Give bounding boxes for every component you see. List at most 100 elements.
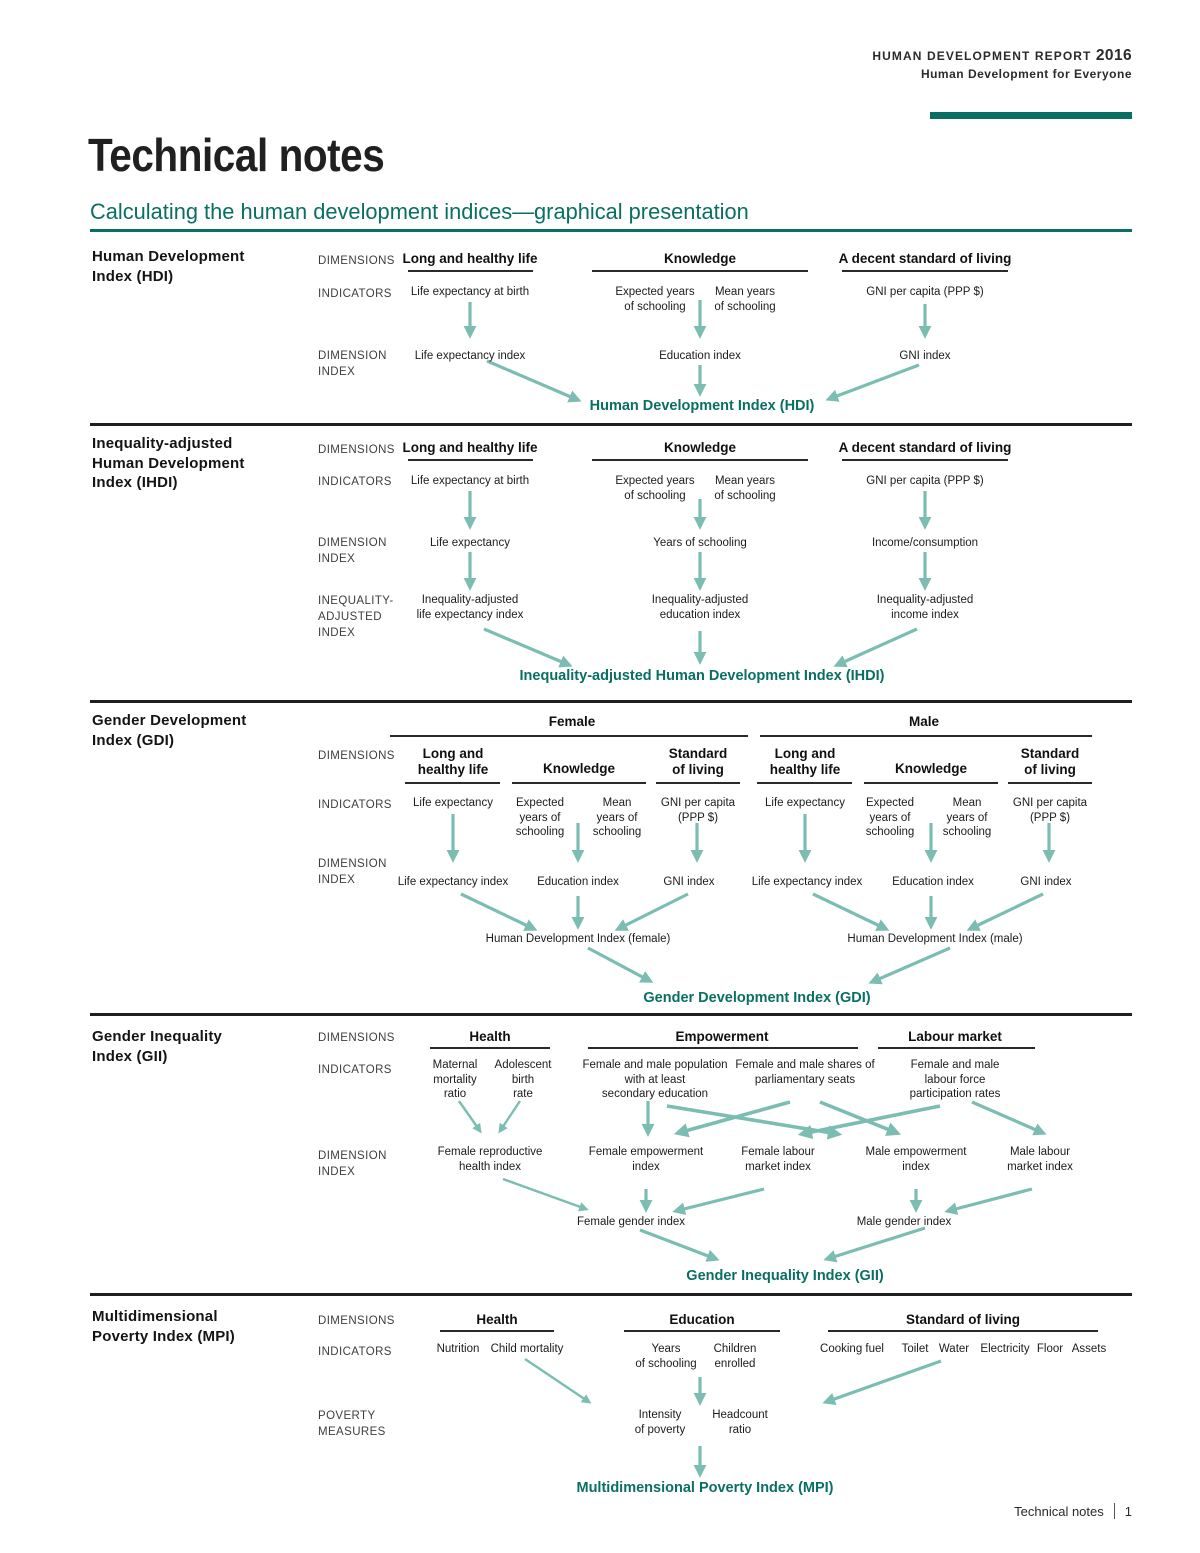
ihdi-indicator-life-expectancy-at-birth: Life expectancy at birth [410, 475, 530, 487]
section-divider [90, 1293, 1132, 1296]
hdi-dimension-knowledge: Knowledge [663, 251, 737, 266]
gdi-f-index-education: Education index [537, 876, 619, 888]
gdi-m-dimension-knowledge: Knowledge [894, 761, 968, 776]
dimension-underline [1008, 782, 1092, 784]
ihdi-index-income-consumption: Income/consumption [871, 537, 979, 549]
mpi-measure-intensity-of-poverty: Intensity of poverty [634, 1409, 686, 1436]
ihdi-result: Inequality-adjusted Human Development In… [519, 668, 885, 684]
dimension-underline [878, 1047, 1035, 1049]
section-title-ihdi: Inequality-adjusted Human Development In… [92, 435, 245, 491]
mpi-indicator-water: Water [938, 1343, 970, 1355]
dimension-underline [408, 459, 533, 461]
mpi-indicator-years-of-schooling: Years of schooling [635, 1343, 697, 1370]
gii-indicator-labour-force-participation: Female and male labour force participati… [909, 1059, 1001, 1101]
header-accent-bar [930, 112, 1132, 119]
gdi-f-indicator-life-expectancy: Life expectancy [413, 797, 493, 809]
mpi-row-label-dimensions: DIMENSIONS [318, 1315, 395, 1327]
mpi-indicator-cooking-fuel: Cooking fuel [820, 1343, 884, 1355]
mpi-indicator-child-mortality: Child mortality [490, 1343, 564, 1355]
ihdi-adjusted-income-index: Inequality-adjusted income index [876, 594, 974, 621]
mpi-result: Multidimensional Poverty Index (MPI) [576, 1480, 834, 1496]
ihdi-index-life-expectancy: Life expectancy [430, 537, 510, 549]
dimension-underline [512, 782, 646, 784]
page-title: Technical notes [88, 129, 385, 181]
hdi-indicator-life-expectancy-at-birth: Life expectancy at birth [410, 286, 530, 298]
section-divider [90, 423, 1132, 426]
mpi-dimension-health: Health [476, 1312, 518, 1327]
gdi-hdi-female: Human Development Index (female) [485, 933, 671, 945]
gii-row-label-indicators: INDICATORS [318, 1064, 392, 1076]
dimension-underline [405, 782, 500, 784]
group-underline [760, 735, 1092, 737]
mpi-indicator-floor: Floor [1036, 1343, 1064, 1355]
hdi-indicator-mean-years-schooling: Mean years of schooling [714, 286, 776, 313]
subtitle-rule [90, 229, 1132, 232]
section-title-gii: Gender Inequality Index (GII) [92, 1028, 223, 1065]
hdi-result: Human Development Index (HDI) [589, 398, 815, 414]
gdi-f-dimension-knowledge: Knowledge [542, 761, 616, 776]
ihdi-adjusted-education-index: Inequality-adjusted education index [651, 594, 749, 621]
gii-dimension-empowerment: Empowerment [675, 1029, 769, 1044]
dimension-underline [864, 782, 998, 784]
gii-indicator-maternal-mortality: Maternal mortality ratio [432, 1059, 478, 1101]
ihdi-row-label-dimensions: DIMENSIONS [318, 444, 395, 456]
gdi-f-indicator-gni-per-capita: GNI per capita (PPP $) [660, 797, 736, 824]
report-year: 2016 [1095, 47, 1132, 64]
footer-label: Technical notes [1014, 1503, 1104, 1519]
gdi-m-indicator-life-expectancy: Life expectancy [765, 797, 845, 809]
gdi-f-indicator-mean-years: Mean years of schooling [592, 797, 642, 839]
gii-female-gender-index: Female gender index [576, 1216, 686, 1228]
gdi-result: Gender Development Index (GDI) [643, 990, 871, 1006]
report-title: HUMAN DEVELOPMENT REPORT [872, 49, 1092, 63]
mpi-indicator-toilet: Toilet [901, 1343, 929, 1355]
dimension-underline [757, 782, 852, 784]
hdi-indicator-gni-per-capita: GNI per capita (PPP $) [866, 286, 984, 298]
mpi-dimension-standard-of-living: Standard of living [905, 1312, 1021, 1327]
gii-male-gender-index: Male gender index [856, 1216, 952, 1228]
gdi-m-index-education: Education index [892, 876, 974, 888]
mpi-indicator-assets: Assets [1071, 1343, 1107, 1355]
gdi-f-index-life-expectancy: Life expectancy index [397, 876, 509, 888]
gii-index-male-empowerment: Male empowerment index [865, 1146, 967, 1173]
gdi-m-index-gni: GNI index [1020, 876, 1072, 888]
hdi-dimension-standard-of-living: A decent standard of living [838, 251, 1012, 266]
footer-separator [1113, 1503, 1115, 1519]
ihdi-row-label-indicators: INDICATORS [318, 476, 392, 488]
page-footer: Technical notes 1 [1014, 1503, 1132, 1519]
dimension-underline [828, 1330, 1098, 1332]
gii-index-female-reproductive-health: Female reproductive health index [437, 1146, 543, 1173]
gdi-f-dimension-long-healthy-life: Long and healthy life [417, 746, 489, 777]
mpi-row-label-poverty-measures: POVERTY MEASURES [318, 1410, 386, 1439]
gdi-m-dimension-long-healthy-life: Long and healthy life [769, 746, 841, 777]
mpi-measure-headcount-ratio: Headcount ratio [712, 1409, 768, 1436]
mpi-row-label-indicators: INDICATORS [318, 1346, 392, 1358]
ihdi-indicator-mean-years-schooling: Mean years of schooling [714, 475, 776, 502]
hdi-dimension-long-healthy-life: Long and healthy life [402, 251, 538, 266]
gdi-hdi-male: Human Development Index (male) [847, 933, 1023, 945]
gii-index-female-empowerment: Female empowerment index [588, 1146, 704, 1173]
gdi-m-indicator-mean-years: Mean years of schooling [942, 797, 992, 839]
ihdi-indicator-gni-per-capita: GNI per capita (PPP $) [866, 475, 984, 487]
gii-dimension-labour-market: Labour market [908, 1029, 1002, 1044]
mpi-indicator-children-enrolled: Children enrolled [713, 1343, 757, 1370]
gii-row-label-dimensions: DIMENSIONS [318, 1032, 395, 1044]
hdi-index-life-expectancy: Life expectancy index [414, 350, 526, 362]
dimension-underline [430, 1047, 550, 1049]
mpi-indicator-electricity: Electricity [980, 1343, 1030, 1355]
dimension-underline [588, 1047, 858, 1049]
dimension-underline [656, 782, 740, 784]
hdi-index-education: Education index [659, 350, 741, 362]
gdi-m-dimension-standard-of-living: Standard of living [1020, 746, 1080, 777]
dimension-underline [624, 1330, 780, 1332]
gii-indicator-adolescent-birth-rate: Adolescent birth rate [494, 1059, 552, 1101]
dimension-underline [592, 459, 808, 461]
gdi-f-dimension-standard-of-living: Standard of living [668, 746, 728, 777]
page-subtitle: Calculating the human development indice… [90, 199, 749, 224]
section-title-gdi: Gender Development Index (GDI) [92, 712, 247, 749]
ihdi-dimension-standard-of-living: A decent standard of living [838, 440, 1012, 455]
dimension-underline [842, 270, 1008, 272]
ihdi-dimension-long-healthy-life: Long and healthy life [402, 440, 538, 455]
group-underline [390, 735, 748, 737]
gii-result: Gender Inequality Index (GII) [686, 1268, 884, 1284]
